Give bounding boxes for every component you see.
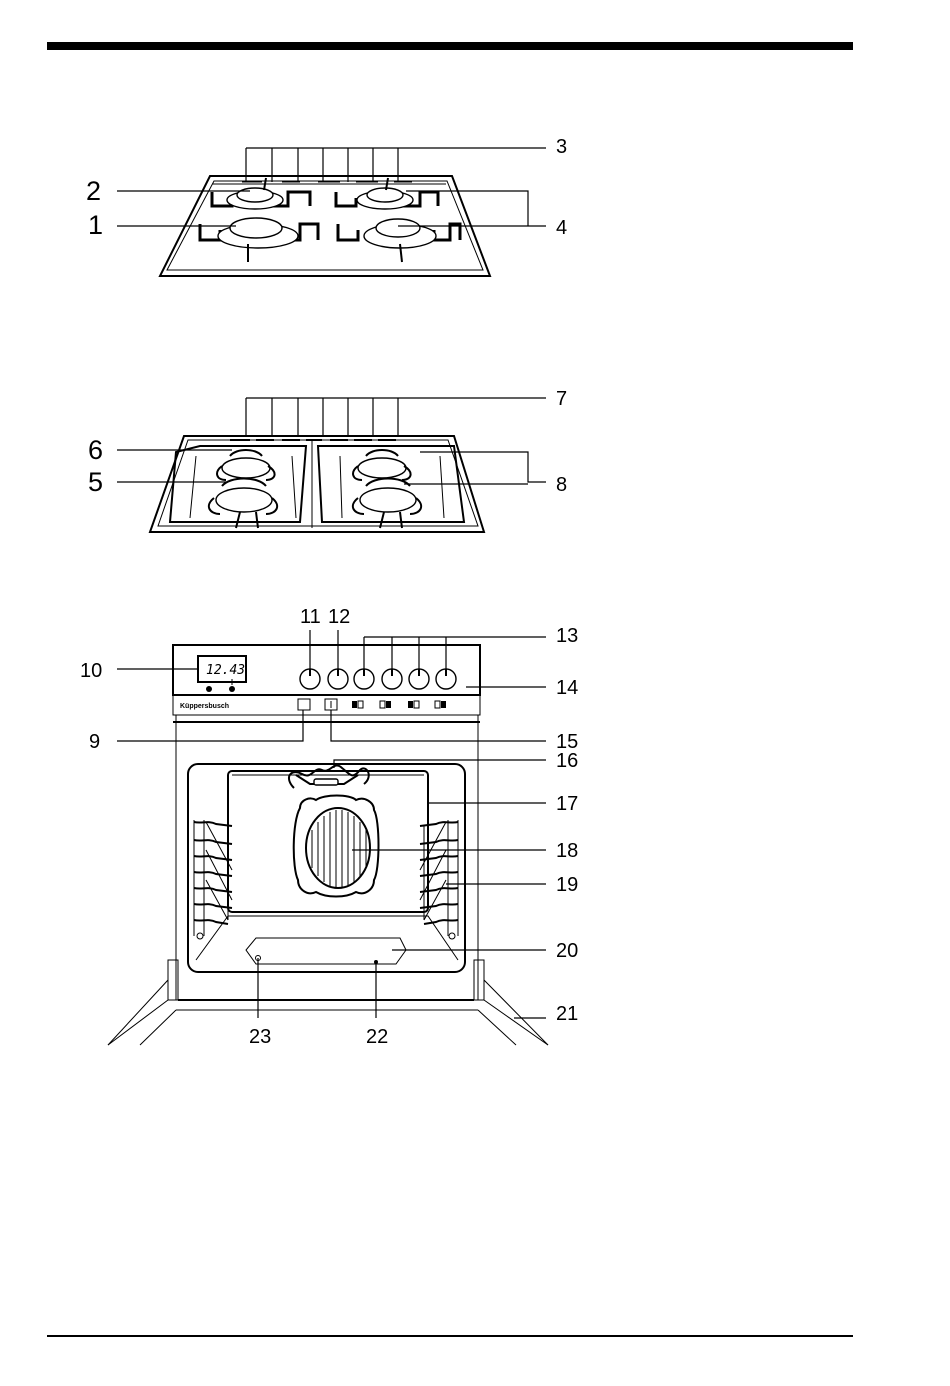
callout-17: 17 [556,793,578,815]
callout-12: 12 [328,606,350,628]
callout-10: 10 [80,660,102,682]
callout-14: 14 [556,677,578,699]
callout-23: 23 [249,1026,271,1048]
shelf-rails-right [420,820,458,939]
oven-light-indicator [298,699,310,710]
clock-plus-button [229,686,235,692]
oven-knob-function [300,669,320,689]
callout-8: 8 [556,474,567,496]
oven-cavity [173,722,480,1000]
callout-7: 7 [556,388,567,410]
clock-minus-button [206,686,212,692]
callout-6: 6 [88,435,103,465]
callout-16: 16 [556,750,578,772]
callout-22: 22 [366,1026,388,1048]
oven-floor-plate [246,938,406,964]
hob-knob-1 [354,669,374,689]
callout-1: 1 [88,210,103,240]
callout-21: 21 [556,1003,578,1025]
hob1-burner-front-left [218,218,298,262]
callout-18: 18 [556,840,578,862]
oven-control-panel [173,645,480,722]
hob-gas-1 [117,148,546,276]
hob1-control-strip [212,182,446,184]
convection-fan [294,796,379,897]
hob2-burner-front-right [353,479,421,529]
callout-3: 3 [556,136,567,158]
hob2-burner-front-left [209,479,277,529]
hob2-burner-rear-left [217,450,275,480]
hob1-burner-rear-right [357,178,413,209]
oven [108,630,548,1045]
callout-20: 20 [556,940,578,962]
hob1-burner-rear-left [227,178,283,209]
oven-knob-temperature [328,669,348,689]
callout-11: 11 [300,606,321,628]
hob-knob-4 [436,669,456,689]
hob-position-symbols [352,701,446,708]
callout-13: 13 [556,625,578,647]
hob-knob-2 [382,669,402,689]
shelf-rails-left [194,820,232,939]
callout-9: 9 [89,731,100,753]
callout-4: 4 [556,217,567,239]
callout-19: 19 [556,874,578,896]
oven-clock-readout: 12.43 [206,663,245,678]
callout-5: 5 [88,467,103,497]
hob2-burner-rear-right [353,450,411,480]
hob-gas-2 [117,398,546,532]
callout-2: 2 [86,176,101,206]
brand-label: Küppersbusch [180,703,229,710]
hob-knob-3 [409,669,429,689]
